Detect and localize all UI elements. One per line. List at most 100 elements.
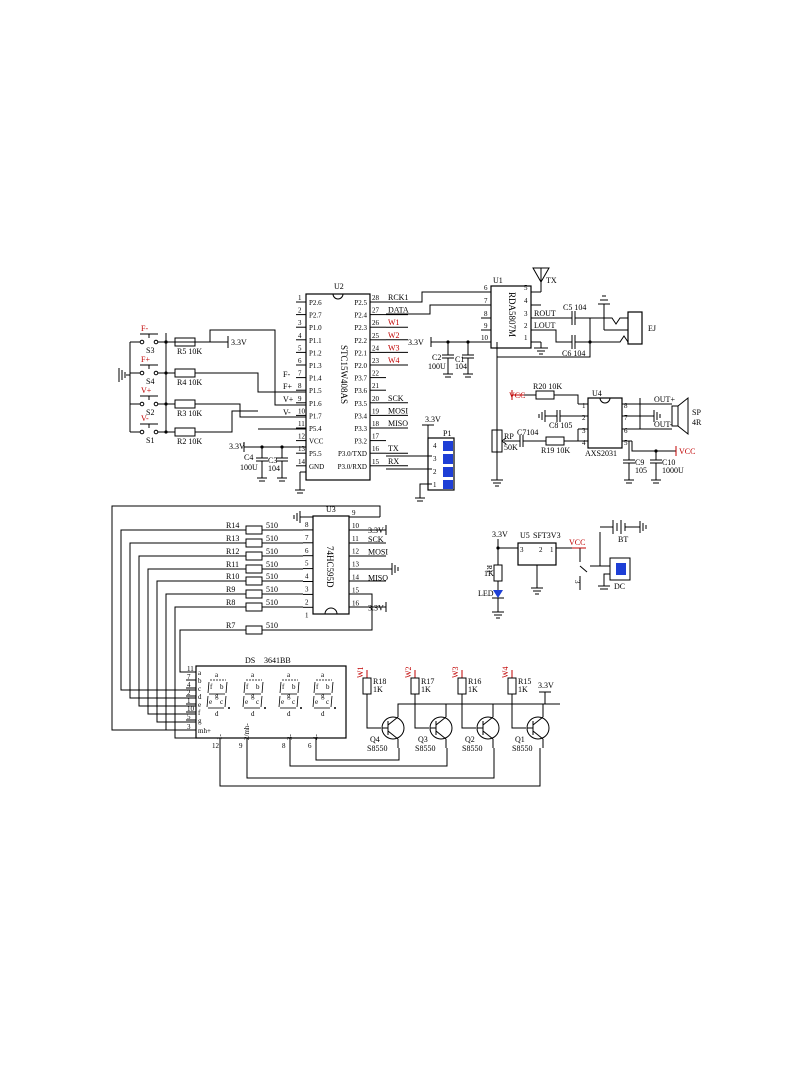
u3-lpin-6: 2 <box>305 598 309 606</box>
u3-res-val-4: 510 <box>266 572 278 581</box>
d2-e: e <box>281 698 284 706</box>
ds-seg-name-4: e <box>198 701 201 709</box>
v33-u1: 3.3V <box>408 338 424 347</box>
c2-val: 100U <box>428 362 446 371</box>
d1-e: e <box>245 698 248 706</box>
u2-net-3: W2 <box>388 331 400 340</box>
v33-mcu: 3.3V <box>229 442 245 451</box>
d3-c: c <box>326 698 329 706</box>
speaker-icon <box>671 405 679 427</box>
u2-rpin-num-4: 24 <box>372 344 380 352</box>
sp-val: 4R <box>692 418 702 427</box>
r1-val: 1K <box>484 569 494 578</box>
u4-pin6: 6 <box>624 427 628 435</box>
ds-dig-name-1: 2/mh- <box>243 723 251 740</box>
r19-label: R19 10K <box>541 446 570 455</box>
u3-rpin-num-4: 13 <box>352 561 360 569</box>
u3-lpin-1: 7 <box>305 534 309 542</box>
u3-part: 74HC595D <box>325 546 335 588</box>
d2-g: g <box>287 692 291 700</box>
driver-qv-1: S8550 <box>415 744 435 753</box>
u3-lpin-4: 4 <box>305 573 309 581</box>
u1-pin8: 8 <box>484 310 488 318</box>
mcu-power <box>243 442 306 494</box>
u3-rpin-num-2: 11 <box>352 535 359 543</box>
u3-res-val-1: 510 <box>266 534 278 543</box>
jack-label: EJ <box>648 324 656 333</box>
u2-lpin-num-0: 1 <box>298 294 302 302</box>
btn-sw-1: S4 <box>146 377 154 386</box>
u1-pin9: 9 <box>484 322 488 330</box>
rp-label: RP <box>504 432 514 441</box>
d1-g: g <box>251 692 255 700</box>
ds-seg-name-7: mh+ <box>198 727 211 735</box>
ds-dig-num-1: 9 <box>239 742 243 750</box>
u2-lpin-name-12: P5.5 <box>309 450 322 458</box>
d0-b: b <box>220 683 224 691</box>
ds-seg-name-5: f <box>198 709 201 717</box>
u2-pins: 1P2.62P2.73P1.04P1.15P1.26P1.37P1.48P1.5… <box>296 293 409 471</box>
u4-pin3: 3 <box>582 427 586 435</box>
v33-p1: 3.3V <box>425 415 441 424</box>
rout-label: ROUT <box>534 309 556 318</box>
btn-net-1: F+ <box>141 355 150 364</box>
d1-b: b <box>256 683 260 691</box>
d2-d: d <box>287 710 291 718</box>
d3-a: a <box>321 671 325 679</box>
c9-val: 105 <box>635 466 647 475</box>
u4-amplifier <box>491 390 689 487</box>
u2-lpin-name-11: VCC <box>309 438 324 446</box>
u2-rpin-name-2: P2.3 <box>354 324 367 332</box>
net-vp: V+ <box>283 395 294 404</box>
u2-lpin-num-8: 9 <box>298 395 302 403</box>
driver-rv-1: 1K <box>421 685 431 694</box>
u4-pin1: 1 <box>582 402 586 410</box>
u2-rpin-name-7: P3.6 <box>354 387 367 395</box>
u1-ref: U1 <box>493 276 503 285</box>
u3-rpin-net-5: MISO <box>368 574 388 583</box>
u2-net-13: RX <box>388 457 399 466</box>
u3-res-ref-3: R11 <box>226 560 239 569</box>
d3-d: d <box>321 710 325 718</box>
u5-pin2: 2 <box>539 546 543 554</box>
driver-q-0: Q4 <box>370 735 380 744</box>
u2-lpin-name-10: P5.4 <box>309 425 322 433</box>
c7-label: C7104 <box>517 428 538 437</box>
u2-lpin-num-2: 3 <box>298 319 302 327</box>
u2-rpin-num-1: 27 <box>372 307 380 315</box>
d2-c: c <box>292 698 295 706</box>
c3-val: 104 <box>268 464 280 473</box>
ds-dig-num-2: 8 <box>282 742 286 750</box>
u1-pin10: 10 <box>481 334 489 342</box>
sw-pin: 3 <box>573 580 581 584</box>
u3-lpin-0: 8 <box>305 521 309 529</box>
u2-rpin-name-11: P3.2 <box>354 438 367 446</box>
u3-res-ref-2: R12 <box>226 547 239 556</box>
u2-net-5: W4 <box>388 356 400 365</box>
dc-jack-icon <box>609 557 631 581</box>
ds-seg-num-3: 2 <box>187 689 191 697</box>
ds-seg-num-7: 3 <box>187 723 191 731</box>
u3-res-val-0: 510 <box>266 521 278 530</box>
btn-net-0: F- <box>141 324 148 333</box>
u3-res-val-3: 510 <box>266 560 278 569</box>
u2-lpin-name-5: P1.3 <box>309 362 322 370</box>
net-fp: F+ <box>283 382 292 391</box>
ds-dig-num-3: 6 <box>308 742 312 750</box>
u2-rpin-num-3: 25 <box>372 332 380 340</box>
u3-lpin-7: 1 <box>305 611 309 619</box>
net-fm: F- <box>283 370 290 379</box>
u3-res-val-2: 510 <box>266 547 278 556</box>
u2-net-8: SCK <box>388 394 404 403</box>
driver-r-0: R18 <box>373 677 386 686</box>
c8-label: C8 105 <box>549 421 572 430</box>
u4-pin2: 2 <box>582 414 586 422</box>
u2-rpin-num-0: 28 <box>372 294 380 302</box>
digit-wiring <box>219 738 541 787</box>
